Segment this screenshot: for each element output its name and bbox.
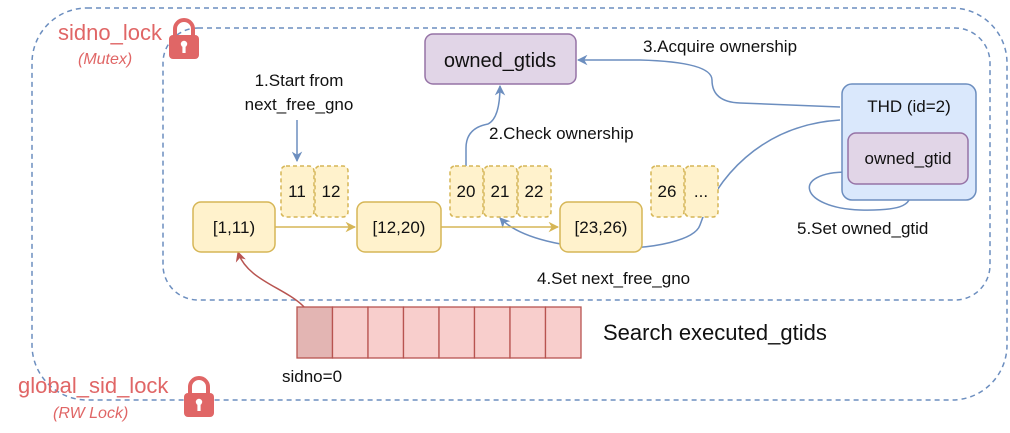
- step1-label-line2: next_free_gno: [245, 95, 354, 114]
- interval-2-label: [12,20): [373, 218, 426, 237]
- gno-cell: [650, 165, 685, 218]
- interval-2-node: [12,20): [356, 201, 442, 253]
- interval-3-label: [23,26): [575, 218, 628, 237]
- step4-label: 4.Set next_free_gno: [537, 269, 690, 288]
- gno-cell-label: ...: [694, 182, 708, 201]
- step1-label-line1: 1.Start from: [255, 71, 344, 90]
- gno-cell: [517, 165, 552, 218]
- executed-gtids-cell: [367, 306, 405, 359]
- executed-gtids-cell: [473, 306, 511, 359]
- global-sid-lock-type: (RW Lock): [53, 405, 128, 422]
- gno-cell-label: 21: [491, 182, 510, 201]
- gno-cell: [449, 165, 484, 218]
- gno-cell-label: 20: [457, 182, 476, 201]
- gno-group-a: 11 12: [280, 165, 349, 218]
- gno-cell: [280, 165, 315, 218]
- executed-gtids-cell: [544, 306, 582, 359]
- executed-gtids-cell: [402, 306, 440, 359]
- gno-cell-label: 26: [658, 182, 677, 201]
- executed-gtids-cell: [331, 306, 369, 359]
- arrow-set-owned-gtid: [808, 171, 918, 211]
- gno-group-c: 26 ...: [650, 165, 719, 218]
- global-sid-lock-region: [31, 7, 1008, 401]
- interval-1-label: [1,11): [213, 218, 255, 237]
- thd-owned-gtid-label: owned_gtid: [865, 149, 952, 168]
- step3-label: 3.Acquire ownership: [643, 37, 797, 56]
- executed-gtids-cell-sidno-0: [296, 306, 334, 359]
- sidno-lock-region: [162, 27, 991, 301]
- gno-cell-label: 22: [525, 182, 544, 201]
- global-sid-lock-label: global_sid_lock: [18, 373, 169, 398]
- gno-group-b: 20 21 22: [449, 165, 552, 218]
- step5-label: 5.Set owned_gtid: [797, 219, 928, 238]
- sidno-label: sidno=0: [282, 367, 342, 386]
- gno-cell-label: 11: [288, 182, 306, 201]
- gno-cell: [483, 165, 518, 218]
- step2-label: 2.Check ownership: [489, 124, 634, 143]
- gno-cell: [314, 165, 349, 218]
- thd-title: THD (id=2): [867, 97, 951, 116]
- executed-gtids-cell: [509, 306, 547, 359]
- sidno-lock-padlock-icon: [169, 18, 199, 59]
- arrow-acquire-ownership: [576, 54, 841, 108]
- executed-gtids-cell: [438, 306, 476, 359]
- sidno-lock-type: (Mutex): [78, 51, 132, 68]
- owned-gtids-label: owned_gtids: [444, 50, 556, 72]
- gno-cell: [684, 165, 719, 218]
- thd-node: THD (id=2) owned_gtid: [841, 83, 977, 201]
- owned-gtids-node: owned_gtids: [424, 33, 577, 85]
- executed-gtids-array: [296, 306, 582, 359]
- arrow-check-ownership: [465, 84, 506, 166]
- global-sid-lock-padlock-icon: [184, 376, 214, 417]
- interval-3-node: [23,26): [559, 201, 643, 253]
- search-executed-gtids-label: Search executed_gtids: [603, 320, 827, 345]
- interval-1-node: [1,11): [192, 201, 276, 253]
- sidno-lock-label: sidno_lock: [58, 20, 163, 45]
- gno-cell-label: 12: [322, 182, 341, 201]
